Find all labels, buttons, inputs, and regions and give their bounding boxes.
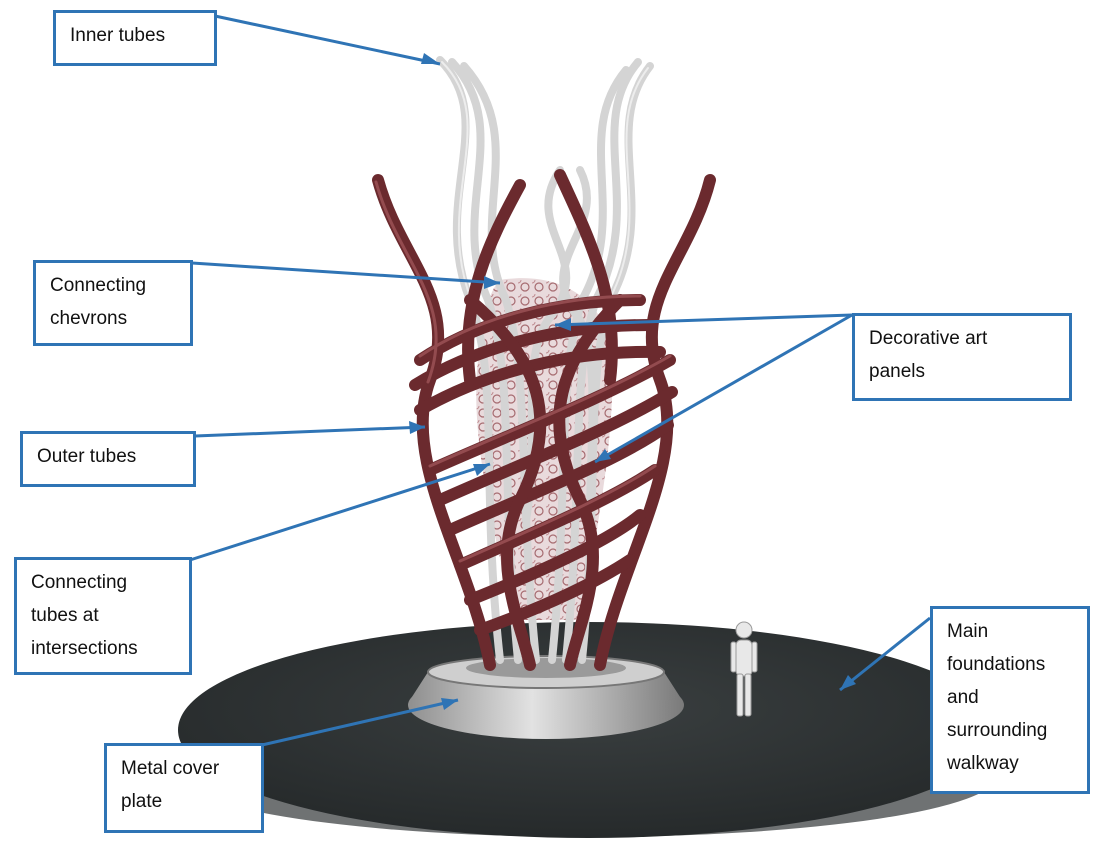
label-connecting-tubes: Connecting tubes at intersections [14,557,192,675]
label-connecting-tubes-line3: intersections [31,632,175,665]
label-decorative-art-panels-line1: Decorative art [869,322,1055,355]
callout-line-inner-tubes [215,16,440,64]
label-connecting-chevrons-line1: Connecting [50,269,176,302]
label-connecting-chevrons: Connecting chevrons [33,260,193,346]
label-connecting-chevrons-line2: chevrons [50,302,176,335]
callout-line-chevrons [192,263,500,283]
label-connecting-tubes-line1: Connecting [31,566,175,599]
label-inner-tubes-text: Inner tubes [70,19,200,52]
label-main-foundations-line3: and [947,681,1073,714]
label-main-foundations: Main foundations and surrounding walkway [930,606,1090,794]
label-decorative-art-panels-line2: panels [869,355,1055,388]
callout-line-art-panels-2 [595,315,852,462]
label-outer-tubes: Outer tubes [20,431,196,487]
metal-cover-plate [408,656,684,739]
label-metal-cover-plate: Metal cover plate [104,743,264,833]
label-main-foundations-line4: surrounding [947,714,1073,747]
label-metal-cover-plate-line2: plate [121,785,247,818]
callout-line-outer-tubes [195,427,425,436]
label-decorative-art-panels: Decorative art panels [852,313,1072,401]
label-outer-tubes-text: Outer tubes [37,440,179,473]
label-main-foundations-line2: foundations [947,648,1073,681]
label-metal-cover-plate-line1: Metal cover [121,752,247,785]
label-main-foundations-line1: Main [947,615,1073,648]
label-main-foundations-line5: walkway [947,747,1073,780]
label-inner-tubes: Inner tubes [53,10,217,66]
label-connecting-tubes-line2: tubes at [31,599,175,632]
